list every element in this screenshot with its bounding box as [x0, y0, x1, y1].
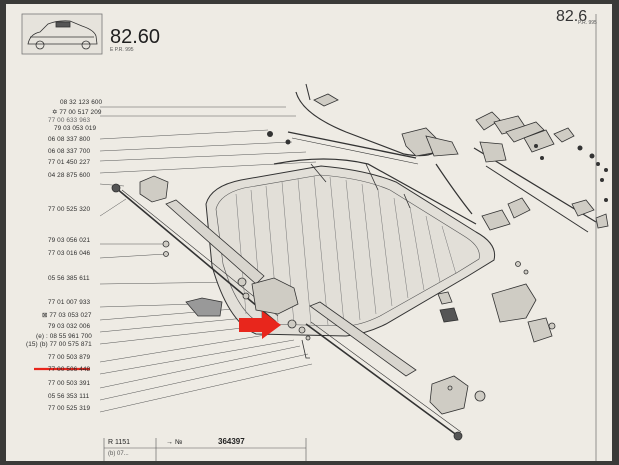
section-number: 82.60	[110, 26, 161, 48]
part-number: 79 03 032 006	[48, 323, 91, 330]
part-number: 77 01 007 933	[48, 299, 91, 306]
part-number: 79 03 053 019	[54, 125, 97, 132]
part-number: 04 28 875 600	[48, 172, 91, 179]
part-number highlighted-part-number: 77 00 503 879	[48, 354, 91, 361]
part-number: 08 32 123 600	[60, 99, 103, 106]
highlight-arrow	[239, 311, 281, 339]
right-header-sub: P.R. 995	[578, 20, 597, 26]
part-number: 79 03 056 021	[48, 237, 91, 244]
car-thumbnail	[21, 13, 103, 55]
part-number: 77 00 525 319	[48, 405, 91, 412]
part-number: 05 56 353 111	[48, 393, 90, 400]
rails-and-rods	[115, 83, 597, 437]
exploded-diagram	[21, 13, 609, 461]
footer-arrow-code: → №	[166, 439, 183, 446]
part-number: 06 08 337 700	[48, 148, 91, 155]
parts-catalog-page: 82.60 E P.R. 995 82.6 P.R. 995 08 32 123…	[6, 4, 612, 461]
left-hardware	[111, 175, 463, 441]
part-number: 05 56 385 611	[48, 275, 90, 282]
part-number: 77 00 633 963	[48, 117, 91, 124]
footer-model: R 1151	[108, 439, 131, 446]
part-number: ⊠ 77 03 053 027	[42, 312, 92, 319]
part-number: ✡ 77 00 517 209	[52, 109, 102, 116]
part-number: (15) (b) 77 00 575 871	[26, 341, 92, 348]
right-header: 82.6	[556, 8, 588, 25]
footer-sub-line: (b) 07...	[108, 451, 129, 457]
part-number: (e) : 08 55 961 700	[36, 333, 92, 340]
footer-rule	[103, 14, 597, 461]
part-number: 06 08 337 800	[48, 136, 91, 143]
part-number: 77 01 450 227	[48, 159, 91, 166]
footer-ref-number: 364397	[218, 437, 245, 446]
part-number: 77 03 016 046	[48, 250, 91, 257]
part-number: 77 00 525 320	[48, 206, 91, 213]
section-sub: E P.R. 995	[110, 47, 134, 53]
part-number: 77 00 503 391	[48, 380, 91, 387]
part-number: 77 00 506 448	[48, 366, 91, 373]
fasteners	[267, 131, 608, 202]
hinge-assemblies	[313, 93, 609, 415]
